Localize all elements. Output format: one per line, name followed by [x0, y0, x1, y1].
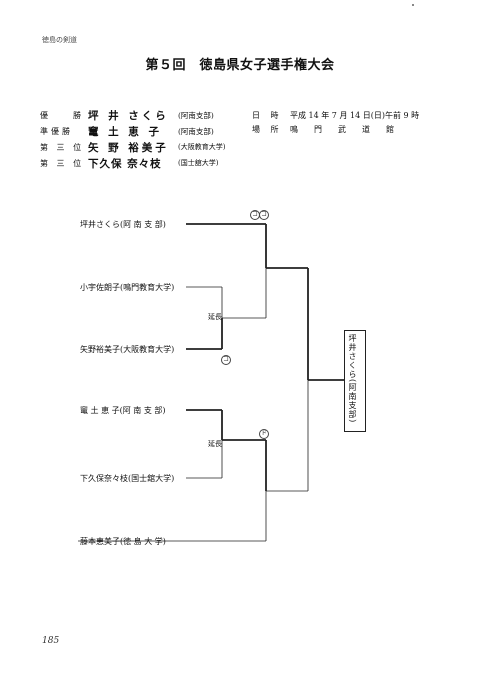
result-name-2: 竃 土 恵 子 [88, 126, 162, 138]
result-rank-4: 第 三 位 [40, 159, 85, 168]
scan-dot [412, 4, 414, 6]
winner-name: 坪井さくら(阿南支部) [348, 334, 357, 424]
result-name-1: 坪 井 さくら [88, 110, 169, 122]
result-aff-1: (阿南支部) [178, 111, 214, 120]
result-rank-1: 優 勝 [40, 111, 84, 120]
result-aff-4: (国士舘大学) [178, 159, 219, 167]
ippon-mark-icon: コ [259, 210, 269, 220]
header-tag: 徳島の剣道 [42, 36, 77, 44]
info-value-date: 平成 14 年 7 月 14 日(日)午前 9 時 [290, 111, 420, 120]
player-2: 小宇佐朗子(鳴門教育大学) [80, 283, 175, 292]
info-value-place: 鳴 門 武 道 館 [290, 125, 394, 134]
ippon-mark-icon: コ [221, 355, 231, 365]
player-5: 下久保奈々枝(国士舘大学) [80, 474, 175, 483]
result-aff-3: (大阪教育大学) [178, 143, 226, 151]
player-4: 竃 土 恵 子(阿 南 支 部) [80, 406, 166, 415]
extension-label-1: 延長 [208, 313, 222, 321]
page-title: 第５回 徳島県女子選手権大会 [145, 58, 335, 73]
page-number: 185 [42, 636, 60, 646]
result-aff-2: (阿南支部) [178, 127, 214, 136]
result-rank-3: 第 三 位 [40, 143, 85, 152]
winner-box: 坪井さくら(阿南支部) [344, 330, 366, 432]
result-name-3: 矢 野 裕美子 [88, 142, 169, 154]
result-name-4: 下久保 奈々枝 [88, 158, 162, 170]
info-label-date: 日 時 [252, 111, 283, 120]
info-label-place: 場 所 [252, 125, 283, 134]
player-1: 坪井さくら(阿 南 支 部) [80, 220, 166, 229]
extension-label-2: 延長 [208, 440, 222, 448]
ippon-mark-icon: ド [259, 429, 269, 439]
player-6: 藤本恵美子(徳 島 大 学) [80, 537, 166, 546]
result-rank-2: 準優勝 [40, 127, 73, 136]
player-3: 矢野裕美子(大阪教育大学) [80, 345, 175, 354]
